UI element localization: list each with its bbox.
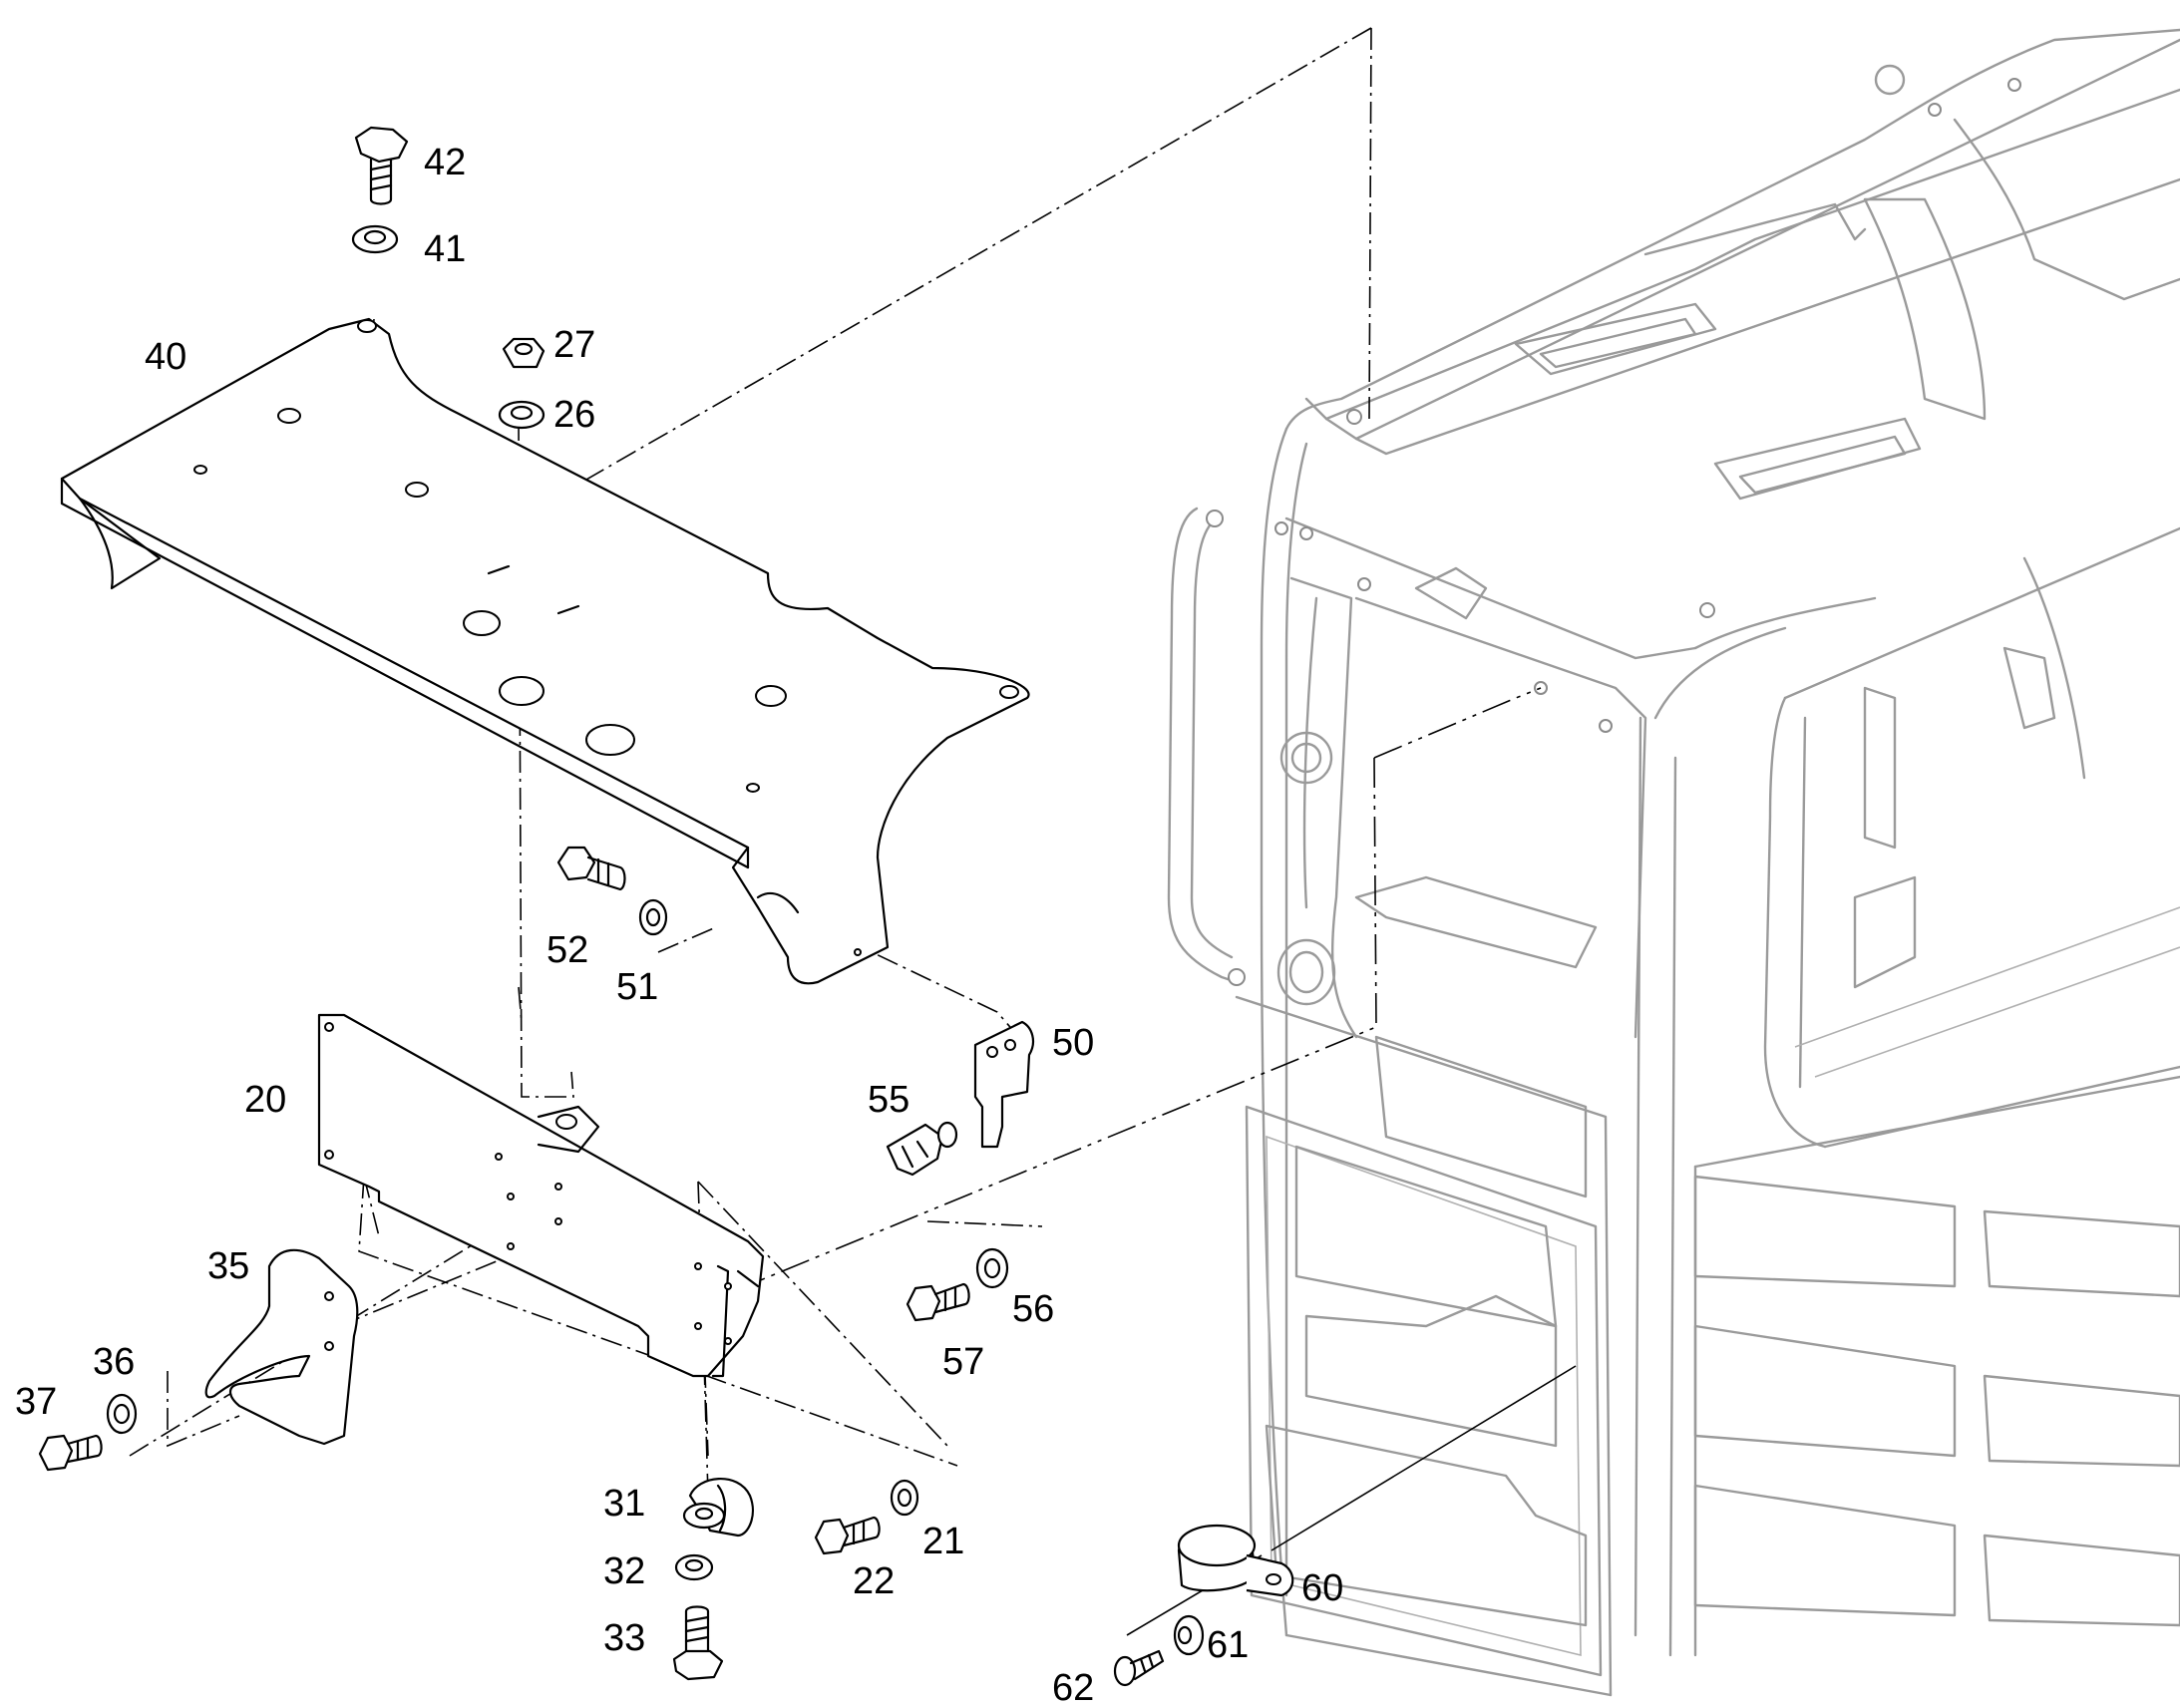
callout-37: 37: [15, 1381, 57, 1423]
callout-55: 55: [868, 1079, 909, 1121]
part-55-clip: [886, 1121, 958, 1177]
callout-22: 22: [853, 1560, 895, 1602]
part-52-bolt: [556, 846, 626, 891]
part-26-washer: [498, 400, 545, 430]
part-60-clamp: [1177, 1524, 1294, 1597]
callout-62: 62: [1052, 1667, 1094, 1708]
part-27-nut: [502, 337, 545, 369]
part-51-washer: [638, 898, 668, 936]
callout-27: 27: [553, 324, 595, 366]
operator-cab: [1167, 28, 2180, 1697]
part-42-bolt: [354, 126, 409, 205]
callout-36: 36: [93, 1341, 135, 1383]
callout-50: 50: [1052, 1022, 1094, 1064]
callout-41: 41: [424, 228, 466, 270]
part-21-washer: [890, 1479, 919, 1517]
callout-61: 61: [1207, 1624, 1249, 1666]
callout-31: 31: [603, 1483, 645, 1525]
part-33-bolt: [672, 1605, 724, 1681]
part-40-mounting-plate: [60, 317, 1030, 985]
part-32-washer: [674, 1553, 714, 1581]
callout-32: 32: [603, 1550, 645, 1592]
callout-56: 56: [1012, 1288, 1054, 1330]
callout-57: 57: [942, 1341, 984, 1383]
callout-52: 52: [546, 929, 588, 971]
callout-33: 33: [603, 1617, 645, 1659]
part-20-plate: [317, 1013, 765, 1378]
part-35-bracket: [204, 1248, 359, 1446]
callout-60: 60: [1301, 1567, 1343, 1609]
callout-42: 42: [424, 142, 466, 183]
part-31-clamp: [682, 1478, 755, 1537]
part-36-washer: [106, 1393, 138, 1435]
part-61-washer: [1173, 1614, 1205, 1656]
callout-labels: 42 41 40 27 26 52 51 50 55 20 35 36 37 5…: [15, 142, 1343, 1708]
part-56-washer: [975, 1247, 1009, 1289]
callout-20: 20: [244, 1079, 286, 1121]
callout-35: 35: [207, 1245, 249, 1287]
part-41-washer: [351, 224, 399, 254]
callout-21: 21: [922, 1521, 964, 1562]
part-37-bolt: [38, 1434, 103, 1472]
part-50-bracket: [973, 1020, 1035, 1149]
callout-26: 26: [553, 394, 595, 436]
part-62-screw: [1113, 1649, 1165, 1687]
callout-40: 40: [145, 336, 186, 378]
part-22-bolt: [814, 1516, 881, 1555]
part-57-bolt: [906, 1282, 970, 1322]
callout-51: 51: [616, 966, 658, 1008]
